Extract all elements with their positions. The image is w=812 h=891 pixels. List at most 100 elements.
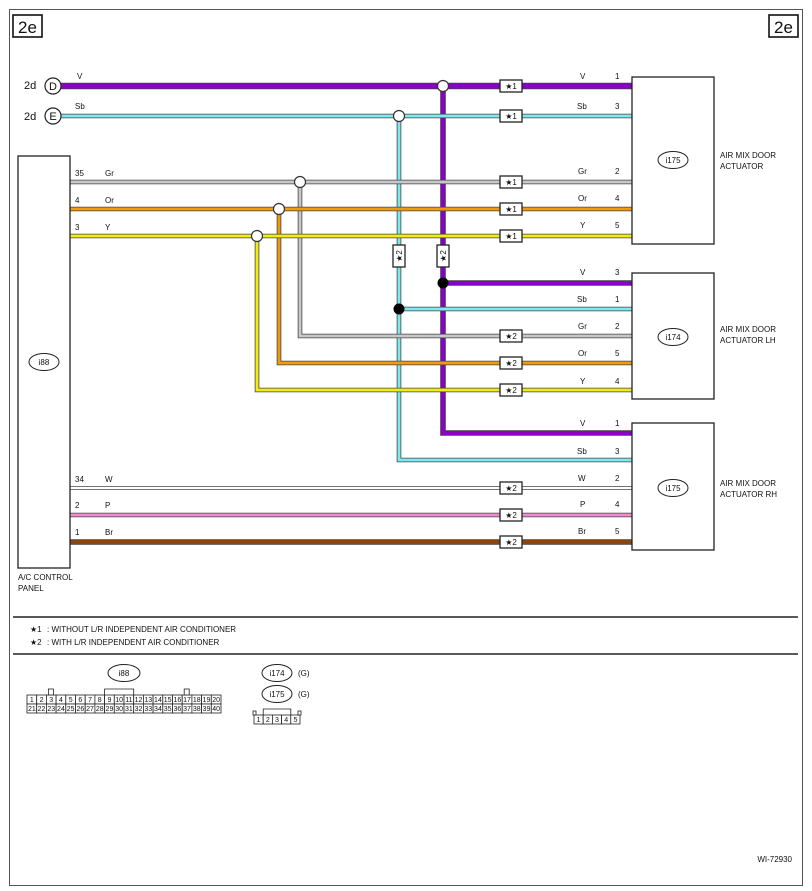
note-1-mark: ★1 [30, 625, 42, 634]
tag-v: ★1 [505, 82, 517, 91]
actuator-name-line2: ACTUATOR [720, 162, 763, 171]
act2-gr-pin: 2 [615, 322, 620, 331]
i88-pin-9-label: 9 [107, 697, 111, 704]
connector-view-i88-label: i88 [119, 669, 130, 678]
i88-pin-20-label: 20 [212, 697, 220, 704]
i88-pin-33-label: 33 [144, 706, 152, 713]
i88-pin-40 [210, 703, 222, 714]
wire-gr-branch [298, 182, 632, 338]
small-pin-1-label: 1 [257, 717, 261, 724]
i88-pin-23-label: 23 [47, 706, 55, 713]
i88-pin-21-label: 21 [28, 706, 36, 713]
panel-pin-34: 34 [75, 475, 84, 484]
panel-pin-34-color: W [105, 475, 113, 484]
i88-pin-18-label: 18 [193, 697, 201, 704]
i88-pin-19-label: 19 [203, 697, 211, 704]
act3-sb-color: Sb [577, 447, 587, 456]
page-label-right-box [768, 14, 799, 38]
tag-rh-p: ★2 [505, 511, 517, 520]
i88-pin-26-label: 26 [76, 706, 84, 713]
wire-sb-branch [397, 116, 632, 462]
document-id: WI-72930 [757, 855, 792, 864]
small-pin-4-label: 4 [284, 717, 288, 724]
wire-gr-branch-outline [297, 182, 632, 339]
source-d-page: 2d [24, 80, 36, 92]
i88-pin-28-label: 28 [96, 706, 104, 713]
act2-sb-pin: 1 [615, 295, 620, 304]
tag-lh-gr: ★2 [505, 332, 517, 341]
i88-pin-6-label: 6 [78, 697, 82, 704]
wire-sb-branch-outline [396, 116, 632, 463]
connector-view-i174-code: (G) [298, 669, 310, 678]
act1-sb-color: Sb [577, 102, 587, 111]
panel-label-line2: PANEL [18, 584, 44, 593]
act3-w-pin: 2 [615, 474, 620, 483]
actuator-i175-oval [657, 151, 689, 169]
i88-pin-22-label: 22 [38, 706, 46, 713]
small-pin-2-label: 2 [266, 717, 270, 724]
page-frame [9, 9, 803, 886]
i88-latch [104, 688, 135, 695]
i88-pin-35-label: 35 [164, 706, 172, 713]
wire-or-branch [277, 209, 632, 365]
i88-pin-5-label: 5 [69, 697, 73, 704]
note-2-mark: ★2 [30, 638, 42, 647]
i88-pin-29-label: 29 [106, 706, 114, 713]
act2-v-pin: 3 [615, 268, 620, 277]
act1-v-pin: 1 [615, 72, 620, 81]
i88-pin-3-label: 3 [49, 697, 53, 704]
junction-v-lh [437, 277, 449, 289]
actuator-lh-name-line2: ACTUATOR LH [720, 336, 776, 345]
note-1-text: : WITHOUT L/R INDEPENDENT AIR CONDITIONE… [47, 625, 236, 634]
act1-v-color: V [580, 72, 586, 81]
connector-view-i175-code: (G) [298, 690, 310, 699]
i88-pin-25-label: 25 [67, 706, 75, 713]
panel-pin-35-color: Gr [105, 169, 114, 178]
source-e-connector [44, 107, 62, 125]
act2-or-color: Or [578, 349, 587, 358]
act2-or-pin: 5 [615, 349, 620, 358]
page-label-left-box [12, 14, 43, 38]
i88-pin-15-label: 15 [164, 697, 172, 704]
tag-rh-br: ★2 [505, 538, 517, 547]
small-latch [262, 708, 292, 715]
act1-y-pin: 5 [615, 221, 620, 230]
i88-pin-37-label: 37 [183, 706, 191, 713]
small-pin-5 [290, 714, 301, 725]
actuator-rh-name-line1: AIR MIX DOOR [720, 479, 776, 488]
act2-gr-color: Gr [578, 322, 587, 331]
i88-pin-14-label: 14 [154, 697, 162, 704]
i88-pin-30-label: 30 [115, 706, 123, 713]
tag-y: ★1 [505, 232, 517, 241]
panel-pin-4: 4 [75, 196, 80, 205]
panel-pin-2-color: P [105, 501, 110, 510]
wire-v-branch-outline [440, 86, 632, 436]
actuator-i174-oval [657, 328, 689, 346]
act1-gr-pin: 2 [615, 167, 620, 176]
i88-pin-31-label: 31 [125, 706, 133, 713]
i88-pin-1-label: 1 [30, 697, 34, 704]
connector-view-i175-label: i175 [269, 690, 285, 699]
act3-v-pin: 1 [615, 419, 620, 428]
i88-pin-40-label: 40 [212, 706, 220, 713]
source-e-letter: E [49, 111, 56, 123]
i88-pin-11-label: 11 [125, 697, 132, 704]
tag-vertical-sb: ★2 [395, 250, 404, 262]
act2-y-color: Y [580, 377, 586, 386]
act3-v-color: V [580, 419, 586, 428]
act2-sb-color: Sb [577, 295, 587, 304]
i88-pin-10-label: 10 [115, 697, 123, 704]
tag-rh-w: ★2 [505, 484, 517, 493]
connector-view-i174-oval [261, 664, 293, 682]
panel-connector-label: i88 [39, 358, 50, 367]
panel-pin-3: 3 [75, 223, 80, 232]
junction-gr-split [293, 175, 307, 189]
i88-pin-2-label: 2 [40, 697, 44, 704]
source-e-color: Sb [75, 102, 85, 111]
note-2-text: : WITH L/R INDEPENDENT AIR CONDITIONER [47, 638, 220, 647]
panel-pin-3-color: Y [105, 223, 111, 232]
i88-pin-34-label: 34 [154, 706, 162, 713]
panel-pin-1: 1 [75, 528, 80, 537]
